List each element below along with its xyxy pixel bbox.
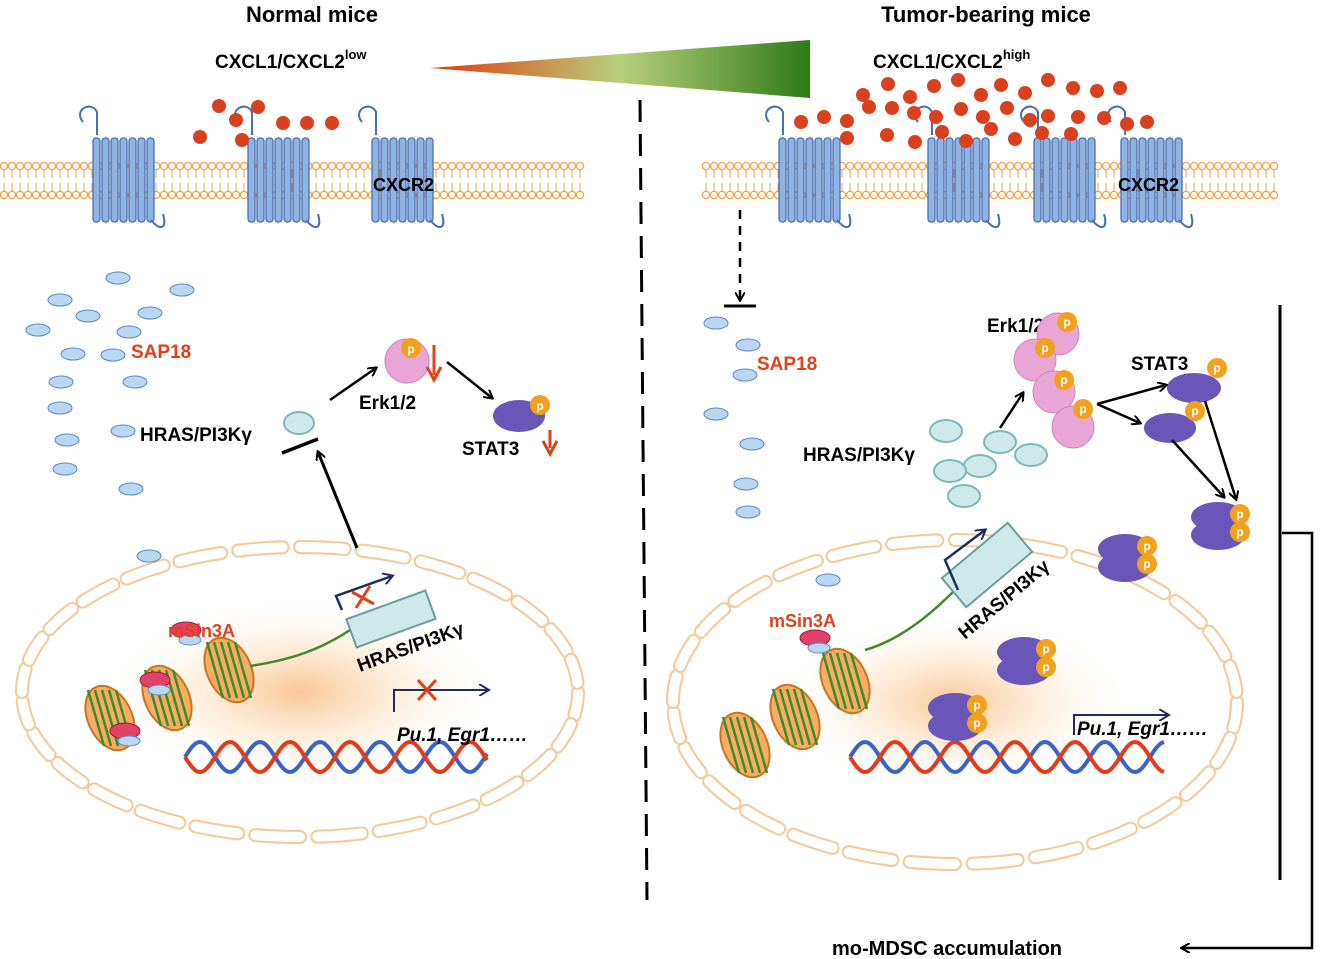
left-hras-to-erk-arrow: [329, 368, 376, 402]
right-erk-to-stat3-arrow-2: [1096, 402, 1140, 423]
svg-text:p: p: [407, 342, 414, 356]
right-receptor-label: CXCR2: [1118, 175, 1179, 195]
right-erk-molecules: p p p p: [1013, 312, 1095, 449]
left-hras-arrow: [318, 452, 359, 549]
left-erk-label: Erk1/2: [359, 393, 416, 414]
outcome-label: mo-MDSC accumulation: [832, 938, 1062, 959]
left-target-genes-label: Pu.1, Egr1……: [397, 725, 528, 746]
svg-text:p: p: [973, 698, 980, 712]
left-chemokine-label: CXCL1/CXCL2low: [215, 47, 367, 73]
svg-text:p: p: [536, 399, 543, 413]
left-hras-label: HRAS/PI3Kγ: [140, 425, 252, 446]
svg-text:p: p: [1063, 315, 1070, 329]
left-inhibition-bar: [281, 437, 319, 455]
svg-text:p: p: [1042, 660, 1049, 674]
right-chemokine-label: CXCL1/CXCL2high: [873, 47, 1030, 73]
right-hras-to-erk-arrow: [998, 393, 1023, 429]
left-stat3-phospho-icon: p: [530, 395, 550, 415]
right-stat3-label: STAT3: [1131, 354, 1188, 375]
left-nucleus: [15, 540, 585, 844]
left-cell-membrane: [0, 161, 585, 200]
right-chemokine-dots: [794, 73, 1154, 149]
left-receptor-label: CXCR2: [373, 175, 434, 195]
svg-text:p: p: [973, 716, 980, 730]
svg-text:p: p: [1041, 341, 1048, 355]
right-hras-gene: [940, 521, 1034, 609]
svg-text:p: p: [1042, 642, 1049, 656]
right-target-genes-label: Pu.1, Egr1……: [1077, 719, 1208, 740]
svg-text:p: p: [1191, 404, 1198, 418]
left-sap18-label: SAP18: [131, 342, 191, 363]
outcome-arrow: [1182, 531, 1314, 948]
left-erk-to-stat3-arrow: [446, 361, 492, 398]
right-stat3-to-dimer-arrow-2: [1171, 439, 1224, 497]
left-chemokine-dots: [193, 99, 339, 147]
svg-text:p: p: [1213, 361, 1220, 375]
left-target-tss-arrow: [393, 690, 488, 712]
svg-text:p: p: [1060, 373, 1067, 387]
chemokine-gradient-wedge: [430, 40, 810, 98]
svg-text:p: p: [1236, 525, 1243, 539]
right-sap18-molecules: [703, 316, 841, 587]
svg-text:p: p: [1236, 507, 1243, 521]
right-erk-label: Erk1/2: [987, 316, 1044, 337]
right-erk-to-stat3-arrow-1: [1096, 385, 1166, 406]
right-stat3-to-dimer-arrow-1: [1203, 400, 1236, 499]
right-target-tss-arrow: [1073, 715, 1168, 735]
right-sap18-label: SAP18: [757, 354, 817, 375]
left-stat3-label: STAT3: [462, 439, 519, 460]
svg-text:p: p: [1143, 539, 1150, 553]
left-erk-phospho-icon: p: [401, 338, 421, 358]
left-sap18-molecules: [25, 271, 195, 563]
left-msin3a-label: mSin3A: [168, 621, 235, 641]
panel-divider: [638, 99, 649, 901]
right-hras-label: HRAS/PI3Kγ: [803, 445, 915, 466]
left-hras-molecule: [283, 411, 315, 435]
right-hras-cluster: [929, 419, 1048, 508]
svg-text:p: p: [1079, 402, 1086, 416]
left-panel-title: Normal mice: [246, 2, 378, 27]
right-panel-title: Tumor-bearing mice: [881, 2, 1091, 27]
left-cxcr2-receptors: [79, 105, 445, 229]
right-msin3a-label: mSin3A: [769, 611, 836, 631]
svg-text:p: p: [1143, 557, 1150, 571]
left-hras-gene: [334, 576, 437, 649]
